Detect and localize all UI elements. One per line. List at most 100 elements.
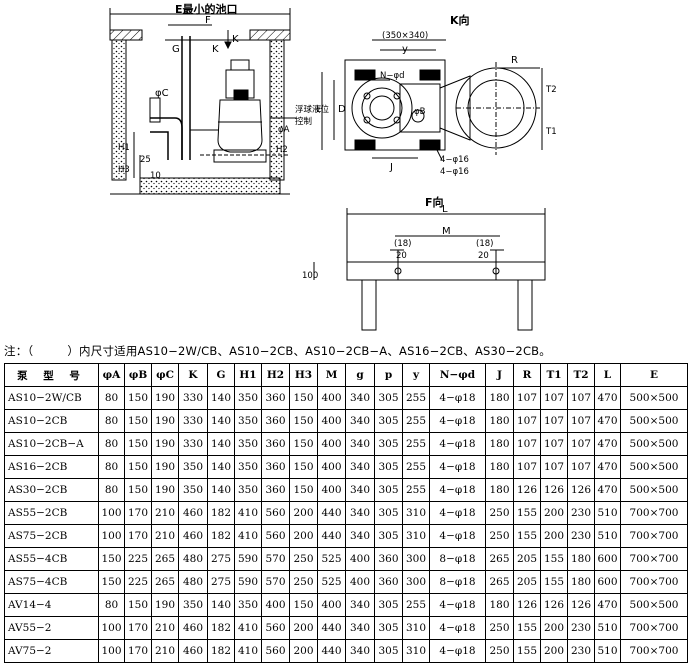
value-cell: 600 (594, 570, 621, 594)
header-cell: φB (124, 363, 152, 387)
dim-D: D (338, 104, 346, 115)
value-cell: 250 (485, 524, 514, 548)
value-cell: 225 (124, 570, 152, 594)
f-view-labels: F向 L M (18) 20 (18) 20 100 (302, 195, 493, 281)
value-cell: 410 (234, 501, 262, 525)
value-cell: 4−φ18 (429, 639, 486, 663)
value-cell: 230 (567, 524, 595, 548)
value-cell: 440 (317, 616, 346, 640)
dim-J: J (389, 162, 393, 173)
value-cell: 190 (151, 455, 179, 479)
value-cell: 4−φ18 (429, 455, 486, 479)
value-cell: 330 (178, 409, 208, 433)
value-cell: 700×700 (620, 547, 688, 571)
value-cell: 305 (374, 386, 403, 410)
model-cell: AV14−4 (4, 593, 99, 617)
value-cell: 265 (485, 570, 514, 594)
value-cell: 126 (513, 478, 541, 502)
value-cell: 570 (261, 547, 290, 571)
value-cell: 255 (402, 386, 430, 410)
value-cell: 150 (124, 386, 152, 410)
value-cell: 107 (513, 386, 541, 410)
value-cell: 250 (485, 616, 514, 640)
value-cell: 255 (402, 478, 430, 502)
value-cell: 410 (234, 616, 262, 640)
value-cell: 570 (261, 570, 290, 594)
value-cell: 350 (234, 409, 262, 433)
value-cell: 255 (402, 409, 430, 433)
dim-100: 100 (302, 271, 318, 281)
value-cell: 340 (345, 432, 375, 456)
value-cell: 182 (207, 616, 235, 640)
model-cell: AS16−2CB (4, 455, 99, 479)
value-cell: 560 (261, 524, 290, 548)
value-cell: 205 (513, 547, 541, 571)
value-cell: 350 (234, 386, 262, 410)
value-cell: 107 (513, 432, 541, 456)
value-cell: 180 (485, 593, 514, 617)
value-cell: 400 (317, 409, 346, 433)
value-cell: 200 (289, 524, 318, 548)
value-cell: 305 (374, 501, 403, 525)
value-cell: 4−φ18 (429, 593, 486, 617)
value-cell: 360 (261, 386, 290, 410)
value-cell: 107 (567, 455, 595, 479)
value-cell: 305 (374, 432, 403, 456)
value-cell: 340 (345, 524, 375, 548)
value-cell: 340 (345, 639, 375, 663)
value-cell: 460 (178, 616, 208, 640)
value-cell: 180 (485, 386, 514, 410)
value-cell: 200 (289, 501, 318, 525)
value-cell: 340 (345, 593, 375, 617)
value-cell: 560 (261, 501, 290, 525)
value-cell: 360 (261, 432, 290, 456)
value-cell: 275 (207, 570, 235, 594)
value-cell: 400 (317, 455, 346, 479)
dim-25: 25 (140, 155, 151, 165)
value-cell: 360 (261, 409, 290, 433)
value-cell: 4−φ18 (429, 524, 486, 548)
value-cell: 560 (261, 639, 290, 663)
value-cell: 210 (151, 616, 179, 640)
value-cell: 107 (513, 409, 541, 433)
value-cell: 305 (374, 616, 403, 640)
value-cell: 410 (234, 524, 262, 548)
value-cell: 100 (98, 524, 125, 548)
value-cell: 480 (178, 547, 208, 571)
model-cell: AS10−2W/CB (4, 386, 99, 410)
hole-label-1: 4−φ16 (440, 155, 469, 165)
dim-H2: H2 (276, 145, 288, 155)
header-cell: 泵 型 号 (4, 363, 99, 387)
value-cell: 350 (234, 432, 262, 456)
value-cell: 305 (374, 455, 403, 479)
dim-350x340: (350×340) (382, 31, 428, 41)
model-cell: AS55−4CB (4, 547, 99, 571)
header-cell: K (178, 363, 208, 387)
value-cell: 4−φ18 (429, 432, 486, 456)
dim-10: 10 (150, 171, 161, 181)
dim-phiA: φA (278, 125, 290, 135)
value-cell: 4−φ18 (429, 616, 486, 640)
value-cell: 126 (513, 593, 541, 617)
value-cell: 80 (98, 432, 125, 456)
value-cell: 107 (513, 455, 541, 479)
value-cell: 230 (567, 616, 595, 640)
value-cell: 107 (540, 455, 568, 479)
value-cell: 182 (207, 524, 235, 548)
value-cell: 126 (540, 593, 568, 617)
header-cell: L (594, 363, 621, 387)
k-direction-view (321, 39, 543, 161)
footnote-prefix: 注：（ (4, 344, 34, 358)
value-cell: 107 (540, 409, 568, 433)
drawing-svg: E最小的池口 F G K K φC H1 25 10 H3 H2 φA 浮球液位… (109, 2, 557, 331)
value-cell: 150 (289, 409, 318, 433)
value-cell: 350 (178, 478, 208, 502)
value-cell: 200 (540, 616, 568, 640)
value-cell: 107 (540, 432, 568, 456)
dim-phiB: φB (414, 107, 426, 117)
